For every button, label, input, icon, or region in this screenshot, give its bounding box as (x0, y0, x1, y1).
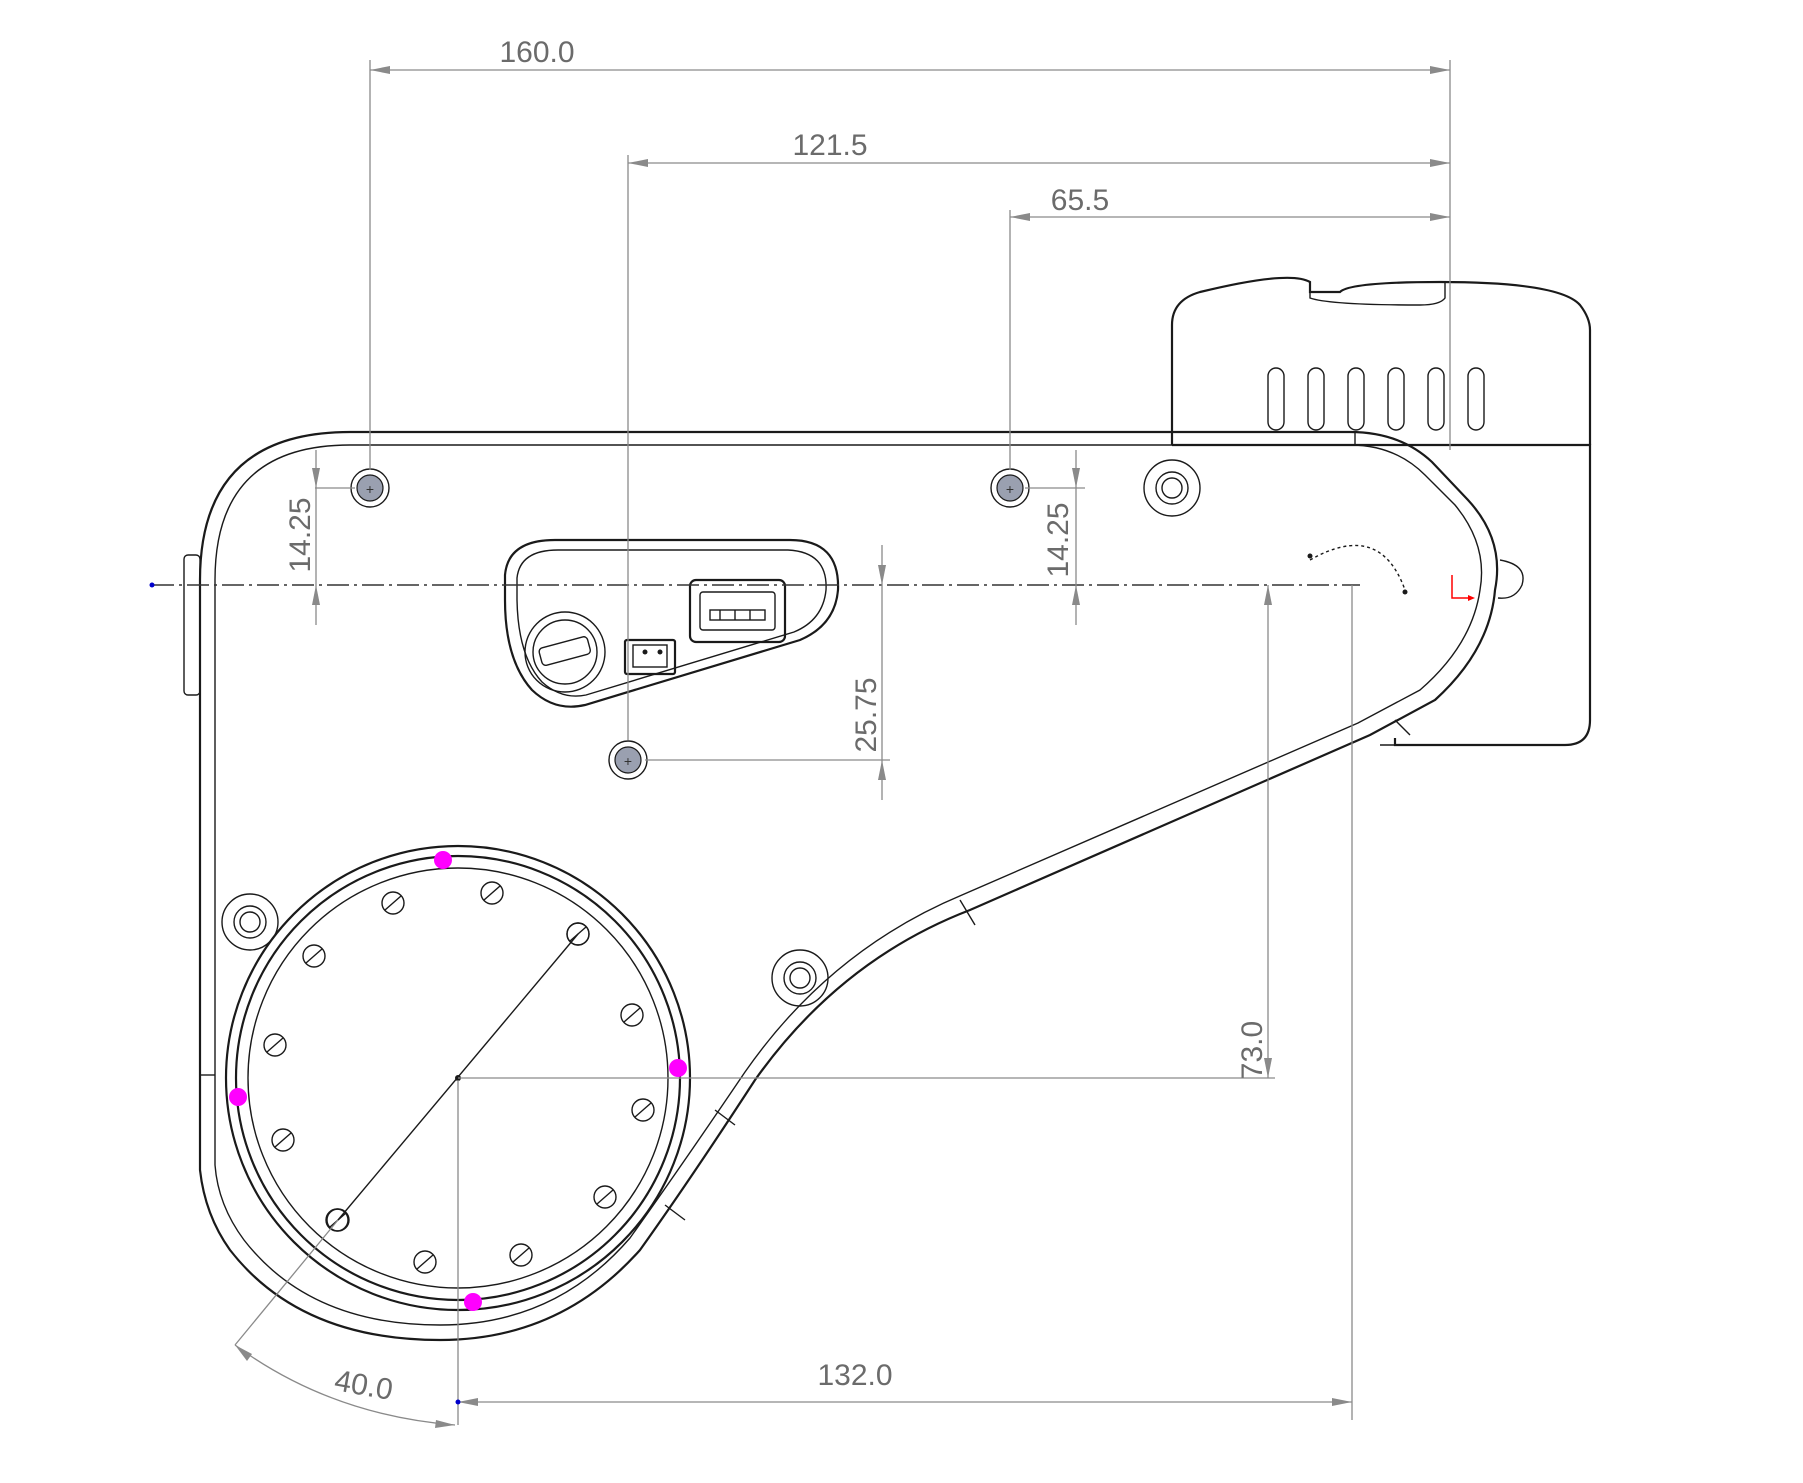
mounting-screw-2: + (990, 468, 1030, 508)
dimension-14-right-label: 14.25 (1042, 502, 1075, 577)
dimension-121-label: 121.5 (792, 129, 867, 162)
vent-slots (1267, 367, 1485, 431)
arm-body (183, 430, 1499, 1342)
standoff-boss-2 (221, 893, 279, 951)
dimension-160-label: 160.0 (499, 36, 574, 69)
dimension-14-right: 14.25 (1025, 450, 1085, 625)
marker-left (229, 1088, 247, 1106)
standoff-boss-1 (1143, 459, 1201, 517)
dimension-121: 121.5 (627, 129, 1450, 740)
center-line (149, 582, 1360, 588)
dimension-132: 132.0 (455, 585, 1353, 1425)
power-jack (524, 611, 606, 693)
dimension-angle-40-label: 40.0 (332, 1364, 395, 1407)
usb-port (688, 578, 787, 644)
dimension-73: 73.0 (458, 585, 1275, 1079)
dimension-angle-40: 40.0 (234, 1219, 456, 1428)
dimension-14-left: 14.25 (284, 450, 355, 625)
flange-screws (263, 881, 655, 1274)
motor-housing (1170, 276, 1592, 747)
svg-text:+: + (1006, 481, 1014, 497)
dimension-25: 25.75 (645, 545, 890, 800)
marker-top (434, 851, 452, 869)
dimension-65-label: 65.5 (1051, 184, 1109, 217)
svg-text:+: + (366, 481, 374, 497)
marker-right (669, 1059, 687, 1077)
connector-panel (503, 538, 840, 708)
mounting-screw-3: + (608, 740, 648, 780)
dimension-65: 65.5 (1009, 184, 1450, 470)
dimension-14-left-label: 14.25 (284, 497, 317, 572)
two-pin-connector (623, 638, 677, 676)
dimension-25-label: 25.75 (850, 677, 883, 752)
output-axis (1307, 544, 1524, 601)
dimension-73-label: 73.0 (1236, 1021, 1269, 1079)
marker-bottom (464, 1293, 482, 1311)
svg-text:+: + (624, 753, 632, 769)
mounting-screw-1: + (350, 468, 390, 508)
dimension-160: 160.0 (369, 36, 1451, 470)
standoff-boss-3 (771, 949, 829, 1007)
dimension-132-label: 132.0 (817, 1359, 892, 1392)
